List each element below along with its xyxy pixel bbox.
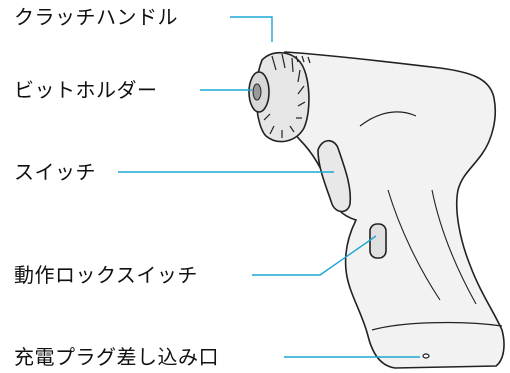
trigger-switch (317, 139, 352, 213)
lock-switch (369, 223, 387, 259)
leader-lock-switch (252, 235, 377, 276)
grip-contour (431, 189, 477, 305)
charging-port (422, 353, 430, 359)
battery-base (371, 321, 503, 331)
drill-body-outline (276, 51, 505, 369)
bit-holder-center (252, 83, 262, 101)
leader-clutch-handle (230, 16, 273, 42)
handle-contour (387, 189, 441, 301)
label-clutch-handle: クラッチハンドル (14, 5, 178, 29)
clutch-ring (255, 51, 310, 143)
label-lock-switch: 動作ロックスイッチ (14, 263, 198, 287)
label-switch: スイッチ (14, 160, 96, 184)
label-bit-holder: ビットホルダー (14, 78, 158, 102)
body-contour (359, 111, 417, 127)
label-charging-port: 充電プラグ差し込み口 (14, 345, 219, 369)
leader-lines (118, 16, 420, 358)
vent-slots (295, 55, 311, 64)
clutch-ridges (263, 53, 306, 138)
